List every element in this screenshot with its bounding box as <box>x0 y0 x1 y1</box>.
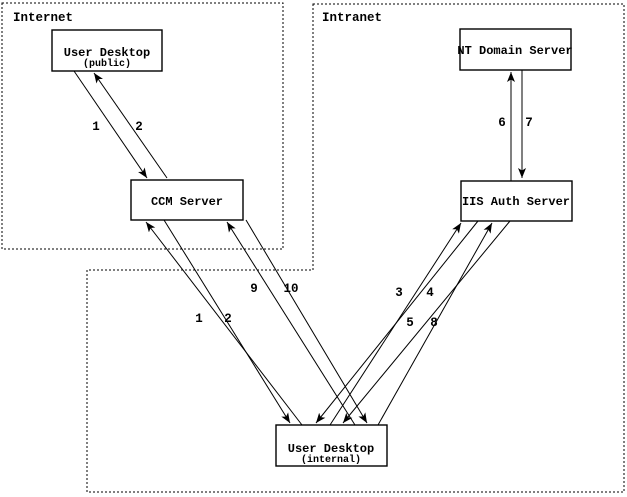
edge-label-1-public: 1 <box>92 120 100 134</box>
nt-domain-server-label: NT Domain Server <box>457 44 572 58</box>
ccm-server-box <box>130 179 244 221</box>
arrow-8-iis-to-internaldesktop <box>342 220 511 424</box>
user-desktop-internal-label: User Desktop <box>288 442 374 456</box>
ccm-server-label: CCM Server <box>151 195 223 209</box>
edge-label-2-public: 2 <box>135 120 143 134</box>
edge-label-7: 7 <box>525 116 533 130</box>
internet-zone-label: Internet <box>13 11 73 25</box>
nt-domain-server-box <box>459 28 572 71</box>
arrow-2-ccm-to-internaldesktop <box>163 219 291 424</box>
edge-label-6: 6 <box>498 116 506 130</box>
node-ccm-server: CCM Server <box>130 179 244 221</box>
node-user-desktop-public: User Desktop (public) <box>51 29 163 72</box>
edges: 1 2 1 2 9 10 3 4 5 8 6 7 <box>73 70 533 426</box>
node-nt-domain-server: NT Domain Server <box>457 28 573 71</box>
user-desktop-public-box <box>51 29 163 72</box>
edge-label-3: 3 <box>395 286 403 300</box>
edge-label-8: 8 <box>430 316 438 330</box>
arrow-1-publicdesktop-to-ccm <box>73 70 148 179</box>
user-desktop-public-label: User Desktop <box>64 46 150 60</box>
node-iis-auth-server: IIS Auth Server <box>460 180 573 222</box>
node-user-desktop-internal: User Desktop (internal) <box>275 424 388 467</box>
edge-label-1-internal: 1 <box>195 312 203 326</box>
user-desktop-internal-box <box>275 424 388 467</box>
nodes: User Desktop (public) CCM Server NT Doma… <box>51 28 573 467</box>
arrow-1-internaldesktop-to-ccm <box>145 221 303 426</box>
arrow-5-internaldesktop-to-iis <box>377 222 493 426</box>
edge-label-4: 4 <box>426 286 434 300</box>
edge-label-5: 5 <box>406 316 414 330</box>
intranet-zone-outline <box>86 3 625 493</box>
arrow-4-iis-to-internaldesktop <box>315 220 479 424</box>
arrow-10-ccm-to-internaldesktop <box>245 219 368 424</box>
user-desktop-internal-sublabel: (internal) <box>301 454 361 466</box>
intranet-zone-label: Intranet <box>322 11 382 25</box>
iis-auth-server-box <box>460 180 573 222</box>
edge-label-10: 10 <box>283 282 298 296</box>
edge-label-9: 9 <box>250 282 258 296</box>
iis-auth-server-label: IIS Auth Server <box>462 195 570 209</box>
arrow-9-internaldesktop-to-ccm <box>226 221 356 426</box>
internet-zone-outline <box>1 2 284 250</box>
arrow-2-ccm-to-publicdesktop <box>93 72 168 179</box>
edge-label-2-internal: 2 <box>224 312 232 326</box>
user-desktop-public-sublabel: (public) <box>83 58 131 70</box>
